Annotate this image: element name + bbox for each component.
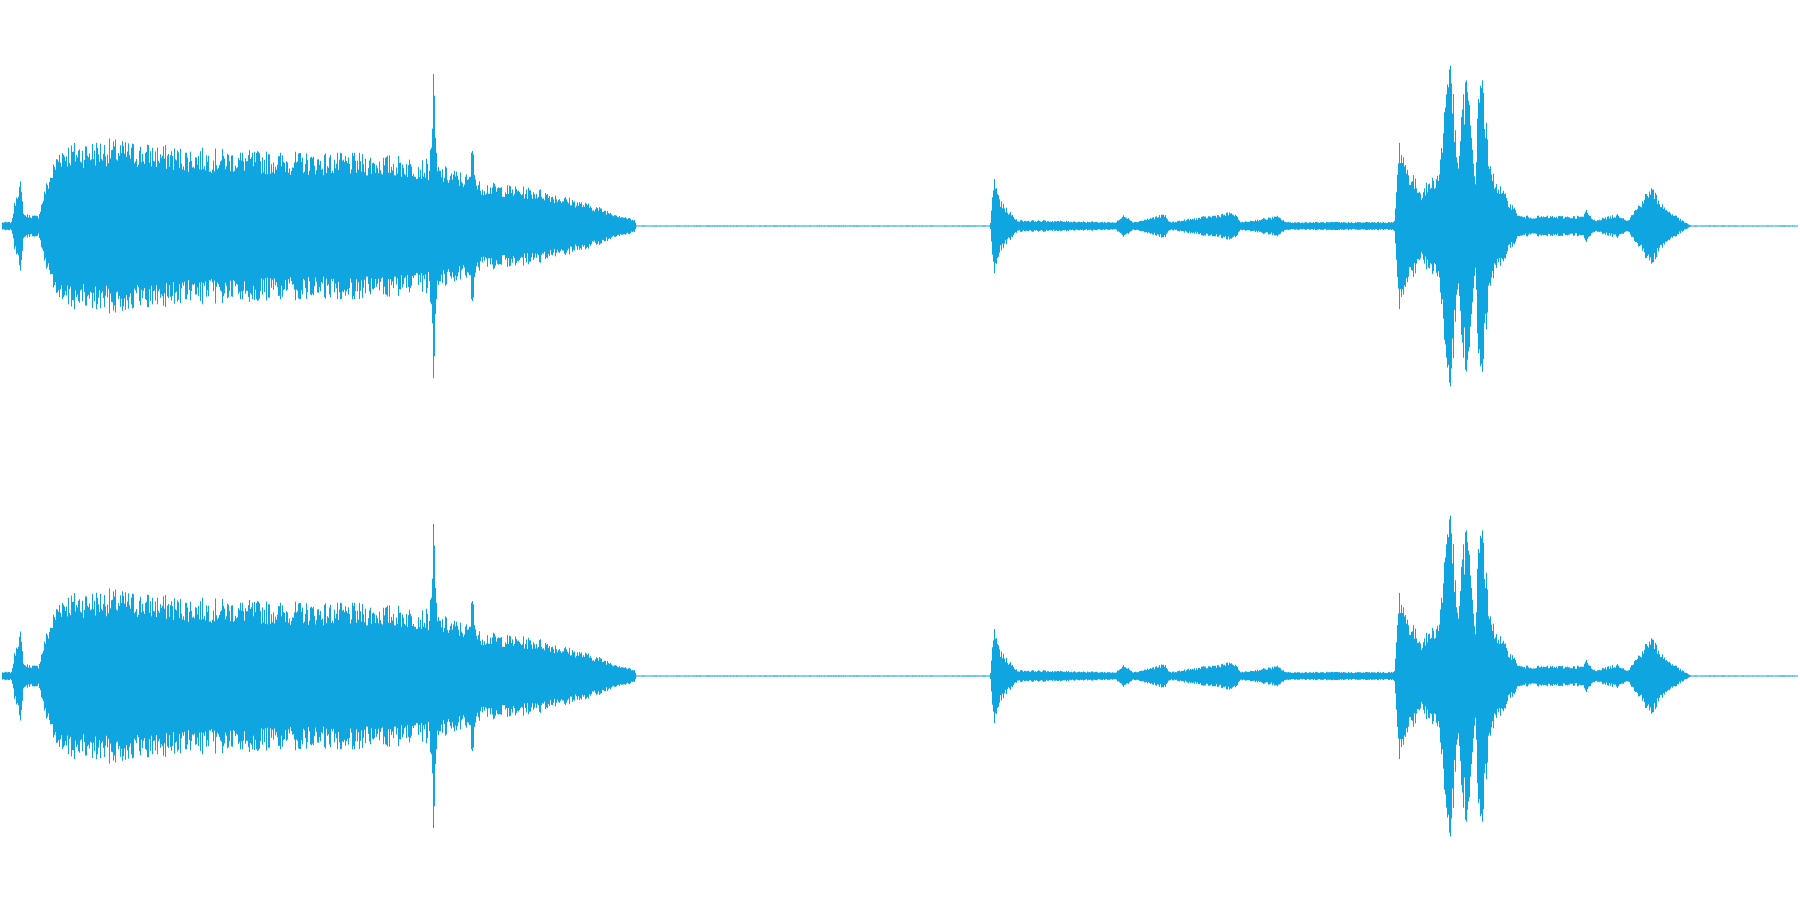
waveform-peaks bbox=[2, 515, 1798, 837]
channel-1-waveform bbox=[2, 65, 1798, 387]
waveform-peaks bbox=[2, 65, 1798, 387]
channel-2-waveform bbox=[2, 515, 1798, 837]
